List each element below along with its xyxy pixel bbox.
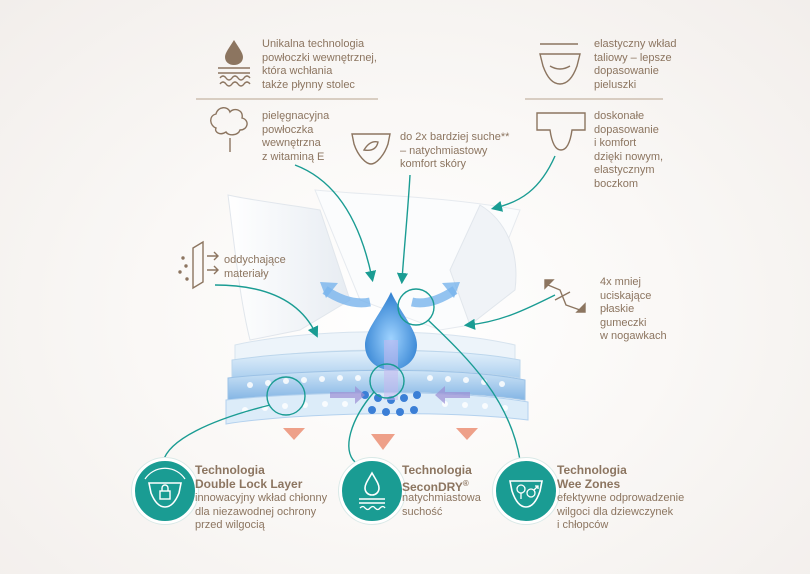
secondry-desc: natychmiastowa suchość <box>402 492 481 518</box>
outflow-arrow-center <box>371 434 395 450</box>
side-fit-icon <box>536 112 586 151</box>
connector-dryer <box>396 174 411 285</box>
flat-elastic-icon <box>544 279 586 313</box>
secondry-title-1: Technologia <box>402 463 472 477</box>
zoom-circle-secondry <box>369 363 405 399</box>
wee-zones-badge <box>493 458 559 524</box>
double-lock-title-2: Double Lock Layer <box>195 477 303 491</box>
double-lock-badge <box>132 458 198 524</box>
connector-breathable <box>214 284 319 338</box>
outflow-arrow-right <box>456 428 478 440</box>
outflow-arrow-left <box>283 428 305 440</box>
line-wee-zones <box>427 319 521 461</box>
feature-less-pressure-text: 4x mniej uciskające płaskie gumeczki w n… <box>600 276 667 342</box>
breathable-material-icon <box>178 240 219 290</box>
connector-inner-layer <box>294 164 377 283</box>
connector-side-fit <box>490 155 556 212</box>
droplet-layers-outline-icon <box>218 40 251 87</box>
feature-elastic-waist-text: elastyczny wkład taliowy – lepsze dopaso… <box>594 38 677 91</box>
feature-inner-layer-text: Unikalna technologia powłoczki wewnętrzn… <box>262 38 377 91</box>
line-secondry <box>348 391 375 463</box>
absorption-core <box>361 391 421 416</box>
feature-care-layer-text: pielęgnacyjna powłoczka wewnętrzna z wit… <box>262 110 330 163</box>
elastic-waist-icon <box>539 43 581 85</box>
liquid-drop <box>365 292 417 370</box>
gender-diaper-icon <box>509 480 543 508</box>
droplet-layers-icon <box>359 471 386 511</box>
zoom-circle-wee-zones <box>397 288 435 326</box>
wee-zones-title-1: Technologia <box>557 463 627 477</box>
wee-zones-title-2: Wee Zones <box>557 477 621 491</box>
diaper-body <box>225 189 529 450</box>
secondry-title-2: SeconDRY® <box>402 479 469 494</box>
double-lock-desc: innowacyjny wkład chłonny dla niezawodne… <box>195 492 328 531</box>
feature-dryer-text: do 2x bardziej suche** – natychmiastowy … <box>400 131 510 170</box>
feature-breathable-text: oddychające materiały <box>224 254 286 280</box>
wee-zones-desc: efektywne odprowadzenie wilgoci dla dzie… <box>557 492 685 531</box>
connector-less-pressure <box>463 294 556 330</box>
lock-diaper-icon <box>144 467 186 508</box>
secondry-badge <box>339 458 405 524</box>
zoom-circle-double-lock <box>266 376 306 416</box>
line-double-lock <box>162 404 271 463</box>
feature-side-fit-text: doskonałe dopasowanie i komfort dzięki n… <box>594 110 664 190</box>
double-lock-title-1: Technologia <box>195 463 265 477</box>
cotton-icon <box>210 107 248 152</box>
diaper-dry-icon <box>351 133 391 165</box>
